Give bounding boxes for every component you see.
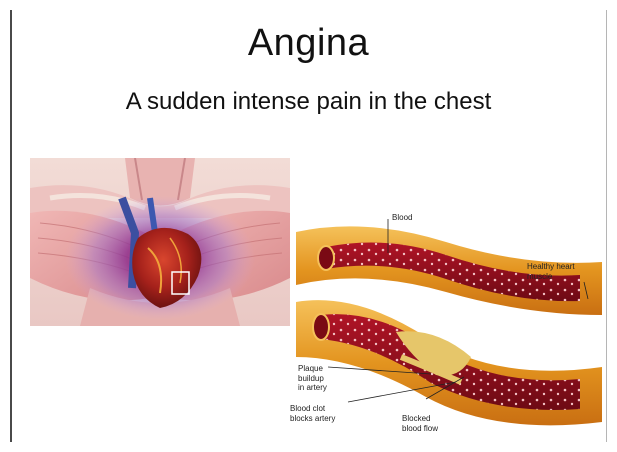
label-healthy-heart-muscle: Healthy heart muscle bbox=[527, 262, 575, 281]
label-blood: Blood bbox=[392, 213, 412, 223]
slide-title: Angina bbox=[0, 22, 617, 65]
slide-subtitle: A sudden intense pain in the chest bbox=[0, 88, 617, 116]
label-plaque-buildup: Plaque buildup in artery bbox=[298, 364, 327, 393]
slide-right-border bbox=[606, 10, 607, 442]
label-blood-clot: Blood clot blocks artery bbox=[290, 404, 335, 423]
chest-heart-illustration bbox=[30, 158, 290, 326]
slide-left-border bbox=[10, 10, 12, 442]
artery-comparison-illustration bbox=[296, 207, 602, 435]
label-blocked-blood-flow: Blocked blood flow bbox=[402, 414, 438, 433]
